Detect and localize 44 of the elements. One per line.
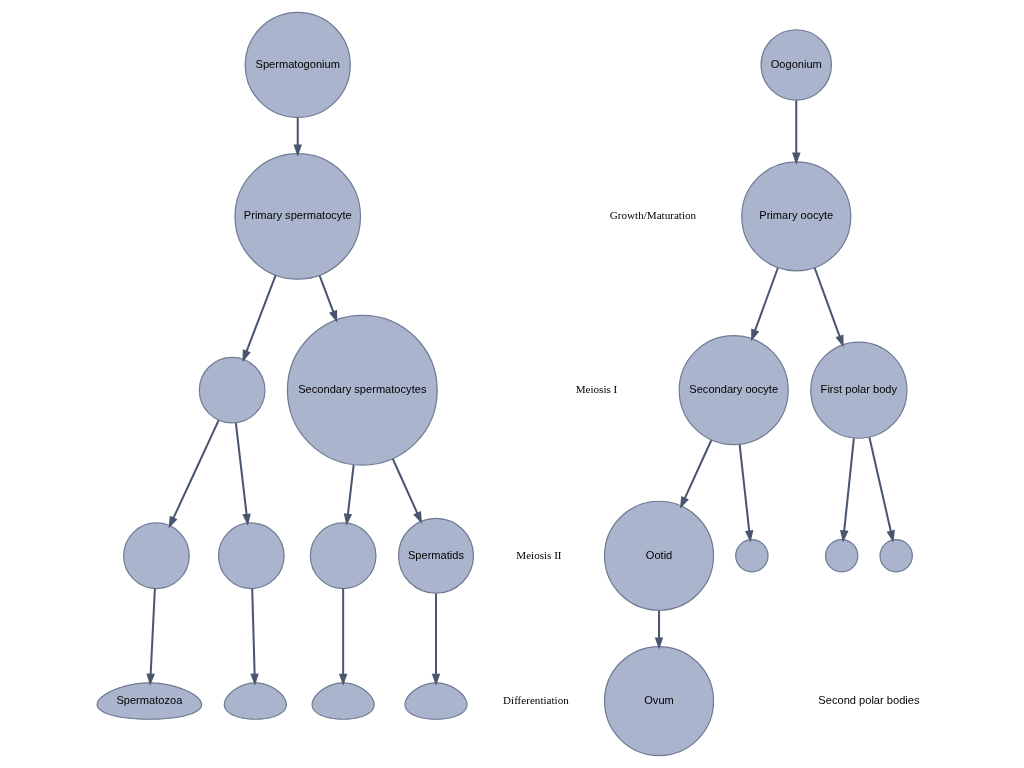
node-circle: First polar body	[810, 341, 908, 439]
label: Second polar bodies	[818, 693, 920, 706]
node-picture	[404, 682, 468, 720]
node-circle: Secondary spermatocytes	[286, 314, 438, 466]
label: Growth/Maturation	[609, 209, 697, 222]
arrow	[840, 438, 855, 543]
arrow	[168, 419, 220, 529]
arrow	[343, 464, 355, 526]
node-circle: Primary spermatocyte	[234, 153, 362, 280]
arrow	[293, 117, 302, 157]
node-circle	[217, 522, 285, 590]
node-picture	[311, 682, 375, 720]
node-picture	[223, 682, 287, 720]
label: Differentiation	[503, 693, 569, 706]
arrow	[242, 274, 277, 363]
arrow	[751, 267, 779, 342]
arrow	[813, 267, 844, 348]
node-circle: Secondary oocyte	[678, 335, 789, 446]
arrow	[250, 588, 259, 686]
node-circle: Ootid	[603, 500, 715, 611]
node-circle	[824, 539, 859, 573]
node-circle: Primary oocyte	[741, 161, 852, 272]
arrow	[391, 458, 423, 524]
node-circle: Ovum	[603, 645, 715, 757]
label: Meiosis II	[516, 548, 562, 561]
node-circle: Spermatogonium	[244, 11, 351, 119]
node-circle: Oogonium	[760, 29, 833, 101]
node-circle	[879, 539, 913, 573]
arrow	[792, 100, 801, 165]
arrow	[738, 444, 754, 543]
arrow	[146, 588, 156, 686]
arrow	[654, 610, 664, 650]
arrow	[234, 422, 251, 526]
arrow	[868, 437, 895, 543]
node-circle: Spermatids	[397, 517, 475, 594]
node-circle	[735, 539, 769, 573]
label: Meiosis I	[575, 382, 618, 395]
arrow	[680, 439, 713, 509]
node-circle	[123, 522, 190, 590]
node-circle	[198, 356, 266, 424]
node-circle	[309, 522, 377, 590]
arrow	[338, 588, 348, 686]
arrow	[431, 593, 441, 686]
arrow	[318, 275, 338, 323]
